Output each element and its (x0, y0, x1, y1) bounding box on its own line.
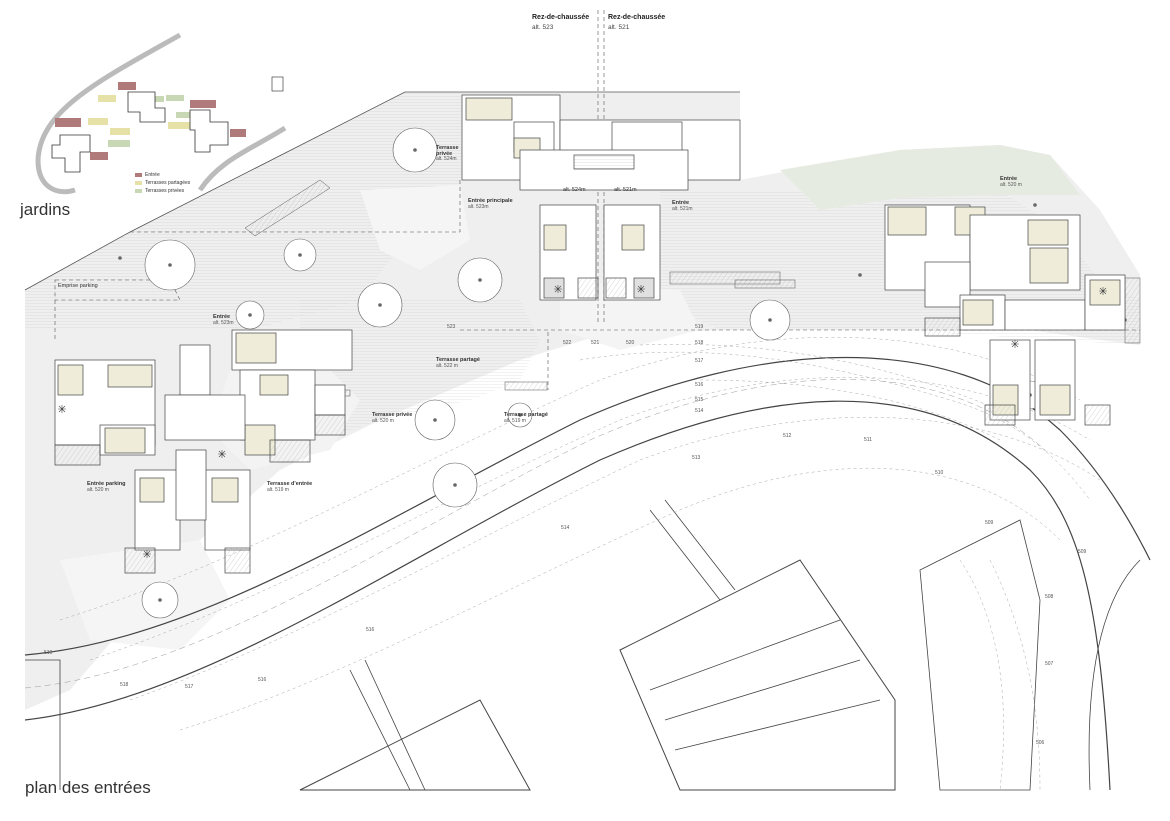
header-left-title: Rez-de-chaussée (532, 14, 590, 21)
contour-515: 515 (695, 397, 704, 403)
contour-523: 523 (447, 324, 456, 330)
contour-510: 510 (935, 470, 944, 476)
label-entree-left-alt: alt. 523m (213, 320, 234, 326)
contour-507: 507 (1045, 661, 1054, 667)
contour-520: 520 (626, 340, 635, 346)
label-entree-parking: Entrée parking (87, 481, 126, 487)
legend-swatch-entree (135, 173, 142, 177)
label-terrasse-privee-2: Terrasse privée (372, 412, 413, 418)
jardins-title: jardins (20, 200, 71, 219)
label-entree-mid-alt: alt. 521m (672, 206, 693, 212)
building-top (461, 94, 741, 301)
legend-item-shared: Terrasses partagées (135, 180, 190, 186)
header-right-title: Rez-de-chaussée (608, 14, 666, 21)
header-right-alt: alt. 521 (608, 24, 630, 31)
contour-516b: 516 (366, 627, 375, 633)
contour-506: 506 (1036, 740, 1045, 746)
contour-518: 518 (695, 340, 704, 346)
legend-swatch-private (135, 189, 142, 193)
legend-item-private: Terrasses privées (135, 188, 184, 194)
contour-512: 512 (783, 433, 792, 439)
label-entree-principale: Entrée principale (468, 198, 513, 204)
contour-516: 516 (695, 382, 704, 388)
contour-519b: 519 (44, 650, 53, 656)
legend-swatch-shared (135, 181, 142, 185)
label-terrasse-privee-top-alt: alt. 524m (436, 156, 457, 162)
label-entree-principale-alt: alt. 523m (468, 204, 489, 210)
contour-509b: 509 (1078, 549, 1087, 555)
legend-item-entree: Entrée (135, 172, 160, 178)
building-right (884, 204, 1126, 426)
label-alt-521: alt. 521m (614, 187, 637, 193)
label-entree-mid: Entrée (672, 200, 690, 206)
label-terrasse-partage-2: Terrasse partagé (504, 412, 548, 418)
header-left-alt: alt. 523 (532, 24, 554, 31)
contour-522: 522 (563, 340, 572, 346)
label-entree-left: Entrée (213, 314, 231, 320)
label-emprise-parking: Emprise parking (58, 283, 98, 289)
contour-513: 513 (692, 455, 701, 461)
legend-label: Terrasses partagées (145, 180, 191, 186)
label-terrasse-partage-1: Terrasse partagé (436, 357, 480, 363)
contour-516c: 516 (258, 677, 267, 683)
label-terrasse-privee-top-2: privée (436, 151, 453, 157)
label-entree-parking-alt: alt. 520 m (87, 487, 109, 493)
contour-519: 519 (695, 324, 704, 330)
label-entree-right: Entrée (1000, 176, 1018, 182)
label-terrasse-privee-2-alt: alt. 520 m (372, 418, 394, 424)
legend-label: Entrée (145, 172, 160, 178)
label-terrasse-partage-2-alt: alt. 519 m (504, 418, 526, 424)
contour-521: 521 (591, 340, 600, 346)
contour-514b: 514 (561, 525, 570, 531)
label-terrasse-partage-1-alt: alt. 522 m (436, 363, 458, 369)
contour-514: 514 (695, 408, 704, 414)
contour-517b: 517 (185, 684, 194, 690)
label-entree-right-alt: alt. 520 m (1000, 182, 1022, 188)
contour-511: 511 (864, 437, 872, 443)
plan-title: plan des entrées (25, 778, 151, 797)
inset-map (35, 32, 287, 195)
label-terrasse-entree: Terrasse d'entrée (267, 481, 313, 487)
label-alt-524: alt. 524m (563, 187, 586, 193)
contour-518b: 518 (120, 682, 129, 688)
trees (118, 127, 1127, 619)
contour-508: 508 (1045, 594, 1054, 600)
building-left (54, 329, 353, 574)
label-terrasse-entree-alt: alt. 519 m (267, 487, 289, 493)
contour-517: 517 (695, 358, 704, 364)
legend-label: Terrasses privées (145, 188, 185, 194)
road (24, 356, 1151, 791)
contour-509: 509 (985, 520, 994, 526)
markers (58, 285, 1107, 558)
label-terrasse-privee-top: Terrasse (436, 145, 459, 151)
